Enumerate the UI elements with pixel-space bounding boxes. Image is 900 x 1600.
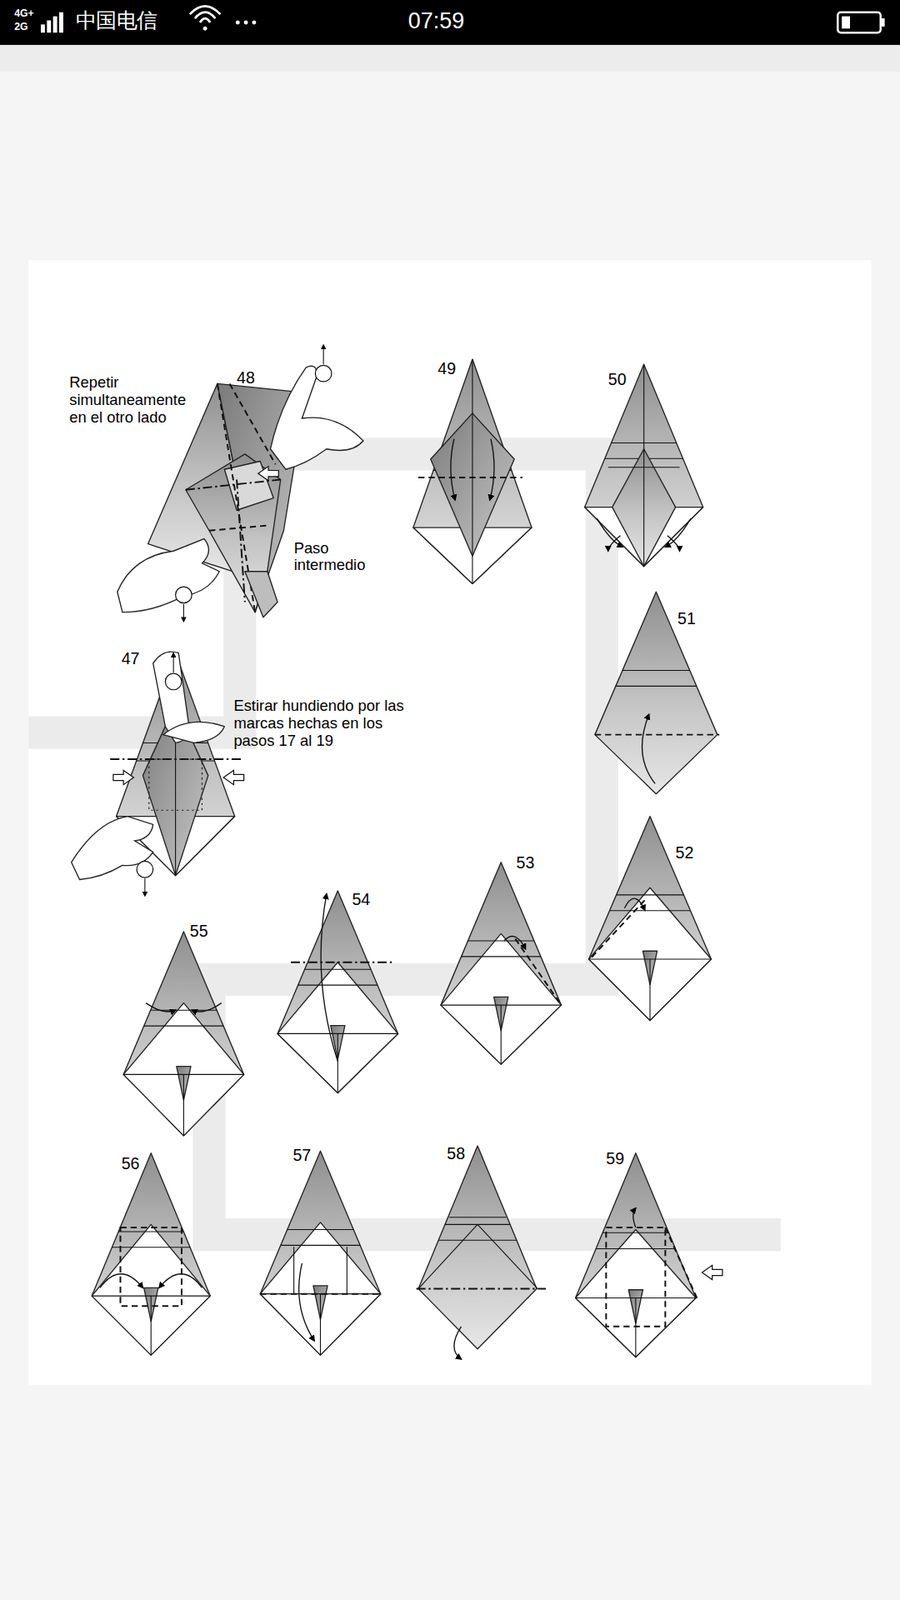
clock-time: 07:59 <box>408 9 500 35</box>
fold-figures <box>71 345 723 1360</box>
step-number: 47 <box>121 650 153 669</box>
step-number: 50 <box>608 370 640 389</box>
network-indicator: 2G <box>14 20 45 32</box>
instruction-note: Repetir simultaneamente en el otro lado <box>69 374 207 426</box>
step-number: 56 <box>121 1155 153 1174</box>
step-number: 58 <box>446 1145 478 1164</box>
step-number: 51 <box>677 610 709 629</box>
reading-band <box>28 454 780 1235</box>
network-indicator: 4G+ <box>14 7 45 20</box>
top-shade <box>0 45 900 72</box>
step-number: 57 <box>292 1146 324 1165</box>
step-number: 55 <box>190 922 221 941</box>
instruction-note: Estirar hundiendo por las marcas hechas … <box>233 698 412 750</box>
step-number: 52 <box>675 844 707 863</box>
status-bar <box>0 0 900 45</box>
step-number: 49 <box>437 360 469 379</box>
diagram-panel <box>28 260 871 1385</box>
step-number: 48 <box>236 369 268 388</box>
carrier-name: 中国电信 <box>75 9 189 32</box>
instruction-note: Paso intermedio <box>294 540 396 575</box>
step-number: 59 <box>605 1150 637 1169</box>
step-number: 53 <box>516 854 548 873</box>
step-number: 54 <box>351 890 383 910</box>
